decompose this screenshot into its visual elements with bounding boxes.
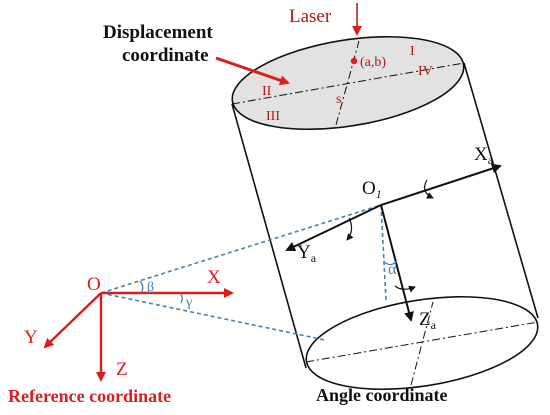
top-vertical-divider — [335, 40, 360, 126]
quadrant-iii-label: III — [266, 109, 280, 124]
beta-label: β — [147, 280, 154, 295]
bottom-vertical-divider — [410, 301, 434, 386]
za-rotation-icon — [394, 285, 416, 293]
cylinder — [231, 35, 539, 391]
ya-label: Ya — [297, 242, 317, 265]
angle-coordinate-caption: Angle coordinate — [316, 385, 447, 405]
displacement-label-line2: coordinate — [122, 45, 209, 66]
cylinder-right-edge — [463, 62, 539, 319]
projection-lines — [100, 204, 387, 341]
quadrant-i-label: I — [410, 44, 415, 59]
origin-label: O — [87, 274, 101, 295]
cylinder-bottom-ellipse — [305, 295, 539, 391]
o1-label: O1 — [362, 178, 382, 201]
za-axis — [380, 204, 414, 322]
top-horizontal-divider — [231, 62, 465, 105]
gamma-label: γ — [185, 295, 192, 310]
gamma-arc — [179, 292, 183, 304]
x-label: X — [207, 267, 221, 288]
xa-label: Xa — [474, 144, 494, 167]
beta-arc — [139, 280, 144, 294]
laser-label: Laser — [289, 6, 332, 27]
point-label: (a,b) — [360, 55, 386, 70]
alpha-arc — [383, 259, 398, 266]
xa-rotation-icon — [423, 179, 434, 199]
alpha-label: α — [388, 261, 397, 278]
displacement-label-line1: Displacement — [103, 22, 213, 43]
reference-axes — [43, 280, 234, 382]
ya-rotation-icon — [346, 217, 354, 241]
quadrant-ii-label: II — [262, 84, 272, 99]
reference-coordinate-caption: Reference coordinate — [8, 386, 171, 406]
s-label: s — [336, 92, 341, 107]
ya-axis — [285, 204, 382, 252]
y-label: Y — [24, 327, 38, 348]
xa-axis — [380, 163, 502, 206]
measurement-point — [350, 57, 358, 65]
z-label: Z — [116, 359, 128, 380]
cylinder-left-edge — [231, 103, 307, 369]
angle-axes — [285, 163, 502, 322]
quadrant-iv-label: IV — [418, 64, 433, 79]
y-axis — [43, 292, 102, 349]
za-label: Za — [419, 309, 437, 332]
displacement-arrow — [215, 56, 290, 86]
